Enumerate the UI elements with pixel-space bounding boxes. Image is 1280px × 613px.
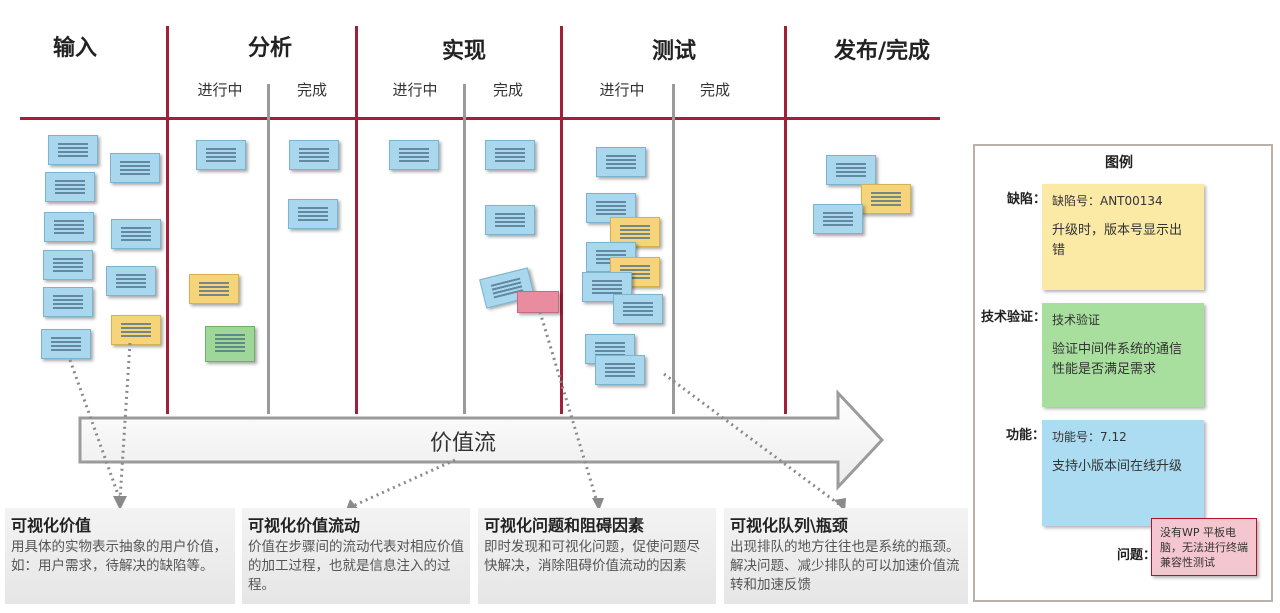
board-divider-4 (784, 26, 787, 414)
desc-body: 价值在步骤间的流动代表对相应价值的加工过程，也就是信息注入的过程。 (248, 539, 464, 593)
desc-title: 可视化价值流动 (248, 516, 361, 535)
legend-feature-label: 功能： (1006, 428, 1046, 443)
card-feature (196, 140, 246, 170)
legend-issue-text: 没有WP 平板电脑，无法进行终端兼容性测试 (1160, 526, 1248, 569)
legend-tech-label: 技术验证： (981, 310, 1047, 325)
card-feature (595, 355, 645, 385)
board-divider-2 (355, 26, 358, 414)
value-stream-arrow (68, 311, 885, 512)
subcolumn-analysis-doing: 进行中 (197, 81, 243, 99)
desc-visualize-value: 可视化价值 用具体的实物表示抽象的用户价值，如：用户需求，待解决的缺陷等。 (5, 508, 235, 604)
desc-visualize-queue: 可视化队列\瓶颈 出现排队的地方往往也是系统的瓶颈。解决问题、减少排队的可以加速… (724, 508, 968, 604)
card-feature (289, 140, 339, 170)
desc-visualize-flow: 可视化价值流动 价值在步骤间的流动代表对相应价值的加工过程，也就是信息注入的过程… (242, 508, 470, 604)
subcolumn-test-doing: 进行中 (599, 81, 645, 99)
legend-defect-label: 缺陷： (1007, 192, 1047, 207)
column-test: 测试 (651, 39, 696, 64)
subcolumn-test-done: 完成 (699, 81, 730, 99)
card-feature (48, 135, 98, 165)
legend-feature-card: 功能号：7.12 支持小版本间在线升级 (1042, 420, 1204, 526)
legend-feature-text: 支持小版本间在线升级 (1052, 459, 1183, 474)
card-feature (826, 155, 876, 185)
card-feature (389, 140, 439, 170)
legend-panel: 图例 缺陷： 缺陷号：ANT00134 升级时，版本号显示出错 技术验证： 技术… (973, 144, 1273, 602)
column-implement: 实现 (441, 39, 486, 64)
card-feature (43, 250, 93, 280)
column-input: 输入 (52, 36, 97, 61)
board-subdivider-analysis (267, 84, 270, 414)
legend-title: 图例 (1105, 155, 1133, 171)
desc-body: 即时发现和可视化问题，促使问题尽快解决，消除阻碍价值流动的因素 (484, 539, 700, 574)
legend-defect-card: 缺陷号：ANT00134 升级时，版本号显示出错 (1042, 184, 1204, 290)
card-feature (582, 272, 632, 302)
column-release: 发布/完成 (833, 39, 931, 64)
card-feature (613, 294, 663, 324)
card-feature (110, 153, 160, 183)
board-divider-3 (560, 26, 563, 414)
card-feature (41, 329, 91, 359)
legend-issue-label: 问题： (1117, 548, 1157, 563)
card-tech-verification (205, 326, 255, 362)
card-feature (44, 212, 94, 242)
board-subdivider-test (672, 84, 675, 414)
legend-issue-card: 没有WP 平板电脑，无法进行终端兼容性测试 (1151, 518, 1257, 576)
legend-tech-card: 技术验证 验证中间件系统的通信性能是否满足需求 (1042, 303, 1204, 407)
board-divider-1 (166, 26, 169, 414)
board-subdivider-implement (463, 84, 466, 414)
legend-defect-id: 缺陷号：ANT00134 (1052, 194, 1163, 208)
subcolumn-analysis-done: 完成 (296, 81, 327, 99)
subcolumn-implement-done: 完成 (492, 81, 523, 99)
column-analysis: 分析 (247, 36, 292, 61)
board-header-line (20, 117, 940, 120)
card-feature (111, 219, 161, 249)
desc-title: 可视化队列\瓶颈 (730, 516, 848, 535)
card-feature (485, 140, 535, 170)
card-feature (288, 199, 338, 229)
legend-tech-title: 技术验证 (1052, 313, 1101, 327)
subcolumn-implement-doing: 进行中 (392, 81, 438, 99)
card-defect (111, 315, 161, 345)
desc-body: 用具体的实物表示抽象的用户价值，如：用户需求，待解决的缺陷等。 (11, 539, 227, 574)
desc-title: 可视化价值 (11, 516, 92, 535)
legend-feature-id: 功能号：7.12 (1052, 430, 1127, 444)
desc-visualize-problems: 可视化问题和阻碍因素 即时发现和可视化问题，促使问题尽快解决，消除阻碍价值流动的… (478, 508, 716, 604)
desc-body: 出现排队的地方往往也是系统的瓶颈。解决问题、减少排队的可以加速价值流转和加速反馈 (730, 539, 960, 593)
card-feature (813, 204, 863, 234)
card-feature (43, 287, 93, 317)
card-defect (189, 274, 239, 304)
legend-tech-text: 验证中间件系统的通信性能是否满足需求 (1052, 342, 1183, 377)
card-feature (106, 266, 156, 296)
desc-title: 可视化问题和阻碍因素 (484, 516, 645, 535)
legend-defect-text: 升级时，版本号显示出错 (1052, 223, 1183, 258)
card-issue (517, 291, 559, 313)
card-feature (45, 172, 95, 202)
card-feature (485, 205, 535, 235)
value-stream-label: 价值流 (430, 431, 497, 456)
card-feature (596, 147, 646, 177)
card-defect (861, 184, 911, 214)
